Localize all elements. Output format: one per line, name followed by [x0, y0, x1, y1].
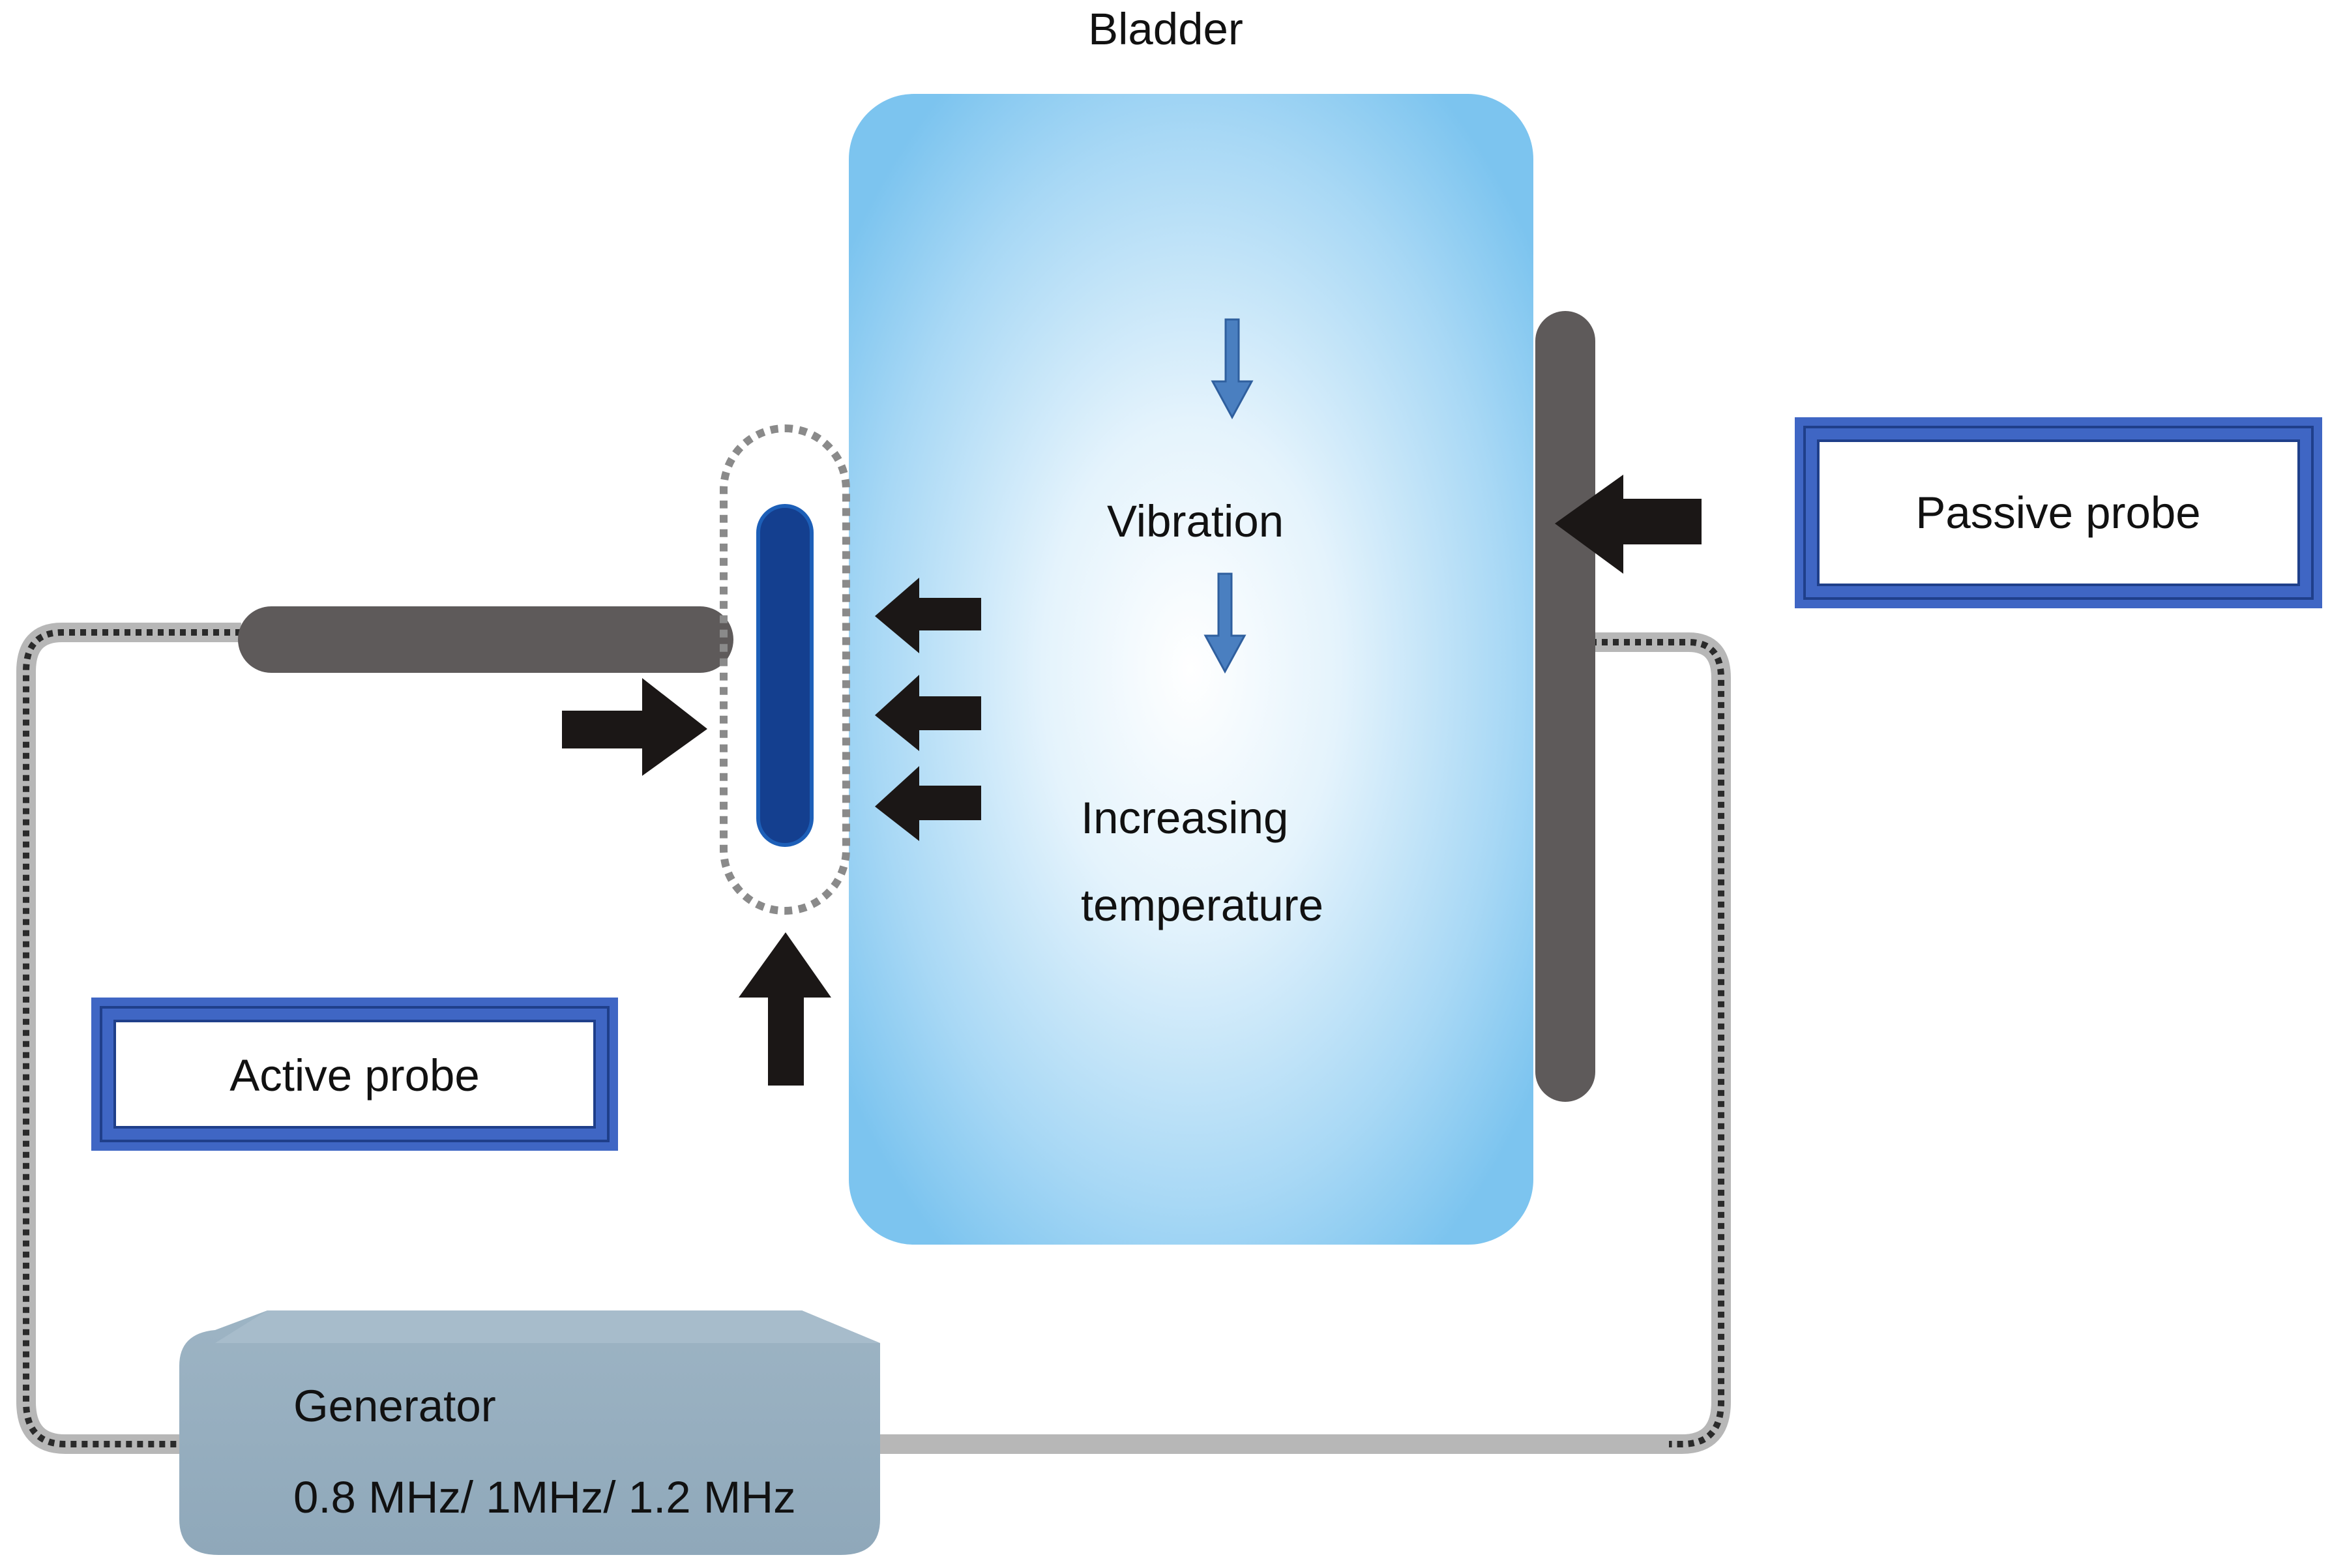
arrow-up-icon	[739, 932, 831, 1086]
generator-frequencies: 0.8 MHz/ 1MHz/ 1.2 MHz	[293, 1472, 796, 1522]
vibration-label: Vibration	[1107, 496, 1284, 546]
cable-right	[880, 632, 1731, 1454]
active-probe-label: Active probe	[229, 1050, 480, 1101]
bladder	[849, 94, 1533, 1245]
arrow-left-icon	[875, 766, 981, 841]
active-probe-shaft	[238, 606, 733, 673]
increasing-temperature-label-line2: temperature	[1081, 880, 1323, 930]
cable-left	[16, 623, 241, 1454]
passive-probe-label-box	[1795, 417, 2322, 608]
bladder-label: Bladder	[1088, 4, 1243, 54]
generator-label: Generator	[293, 1381, 496, 1431]
flow-arrow-icon	[1203, 572, 1246, 674]
passive-probe-pad	[1535, 311, 1595, 1102]
arrow-left-icon	[1555, 475, 1702, 574]
generator	[179, 1310, 880, 1555]
active-electrode	[756, 504, 814, 847]
active-probe-boundary	[720, 424, 850, 915]
flow-arrow-icon	[1211, 318, 1254, 420]
increasing-temperature-label-line1: Increasing	[1081, 793, 1288, 843]
arrow-left-icon	[875, 578, 981, 653]
active-probe-label-box	[91, 998, 618, 1151]
arrow-right-icon	[562, 678, 707, 776]
arrow-left-icon	[875, 675, 981, 751]
passive-probe-label: Passive probe	[1915, 488, 2200, 538]
